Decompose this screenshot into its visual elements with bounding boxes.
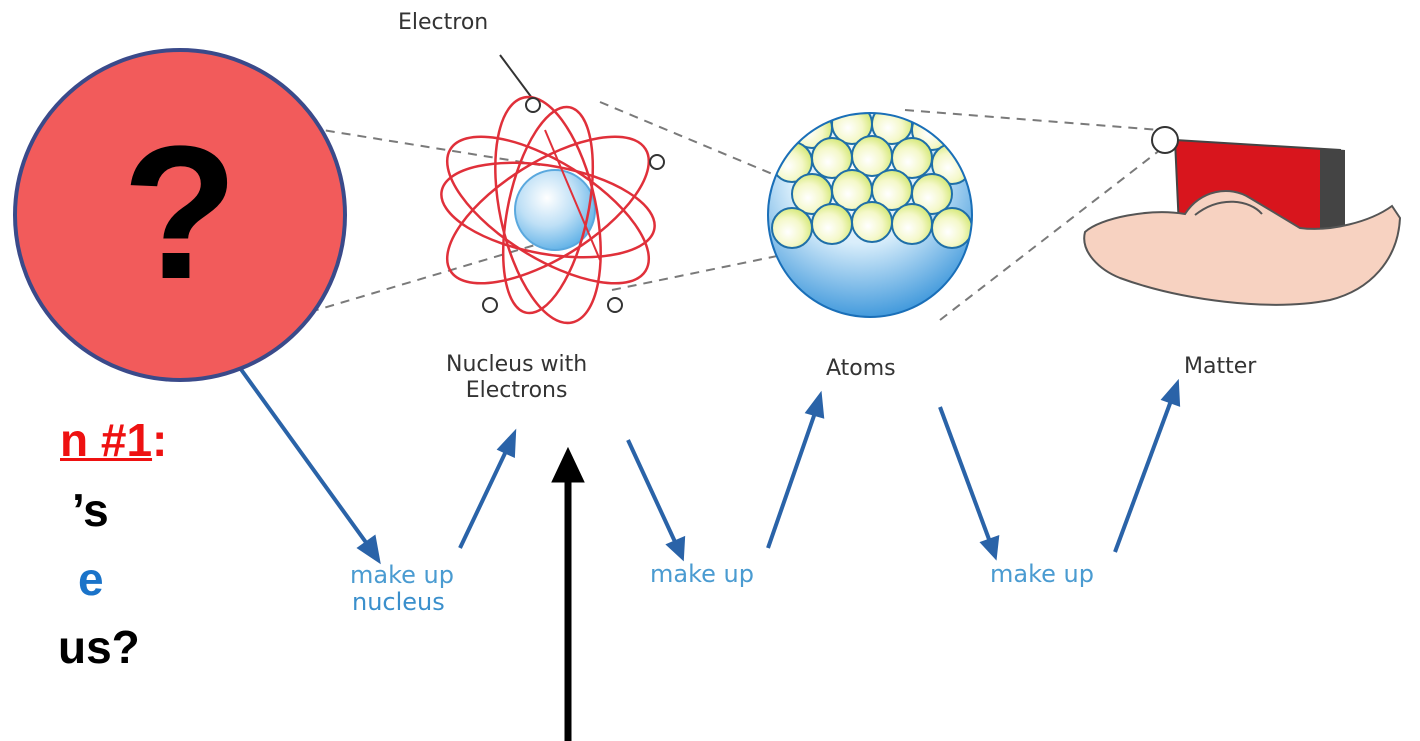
nucleus-sphere [514,169,596,251]
make-up-label-3: make up [990,560,1094,588]
electron-pointer-line [499,54,533,99]
nucleus-label-line1: Nucleus with [446,352,588,377]
electron-label: Electron [398,10,489,35]
nucleus-note-label: nucleus [352,588,445,616]
question-colon: : [152,414,168,466]
question-line-4: us? [58,621,140,673]
matter-label: Matter [1184,354,1257,379]
make-up-label-2: make up [650,560,754,588]
pointer-arrow [551,446,585,741]
question-line-1: n #1: [60,417,167,463]
matter-illustration [1083,126,1402,306]
question-number: n #1 [60,414,153,466]
nucleus-with-electrons-illustration [440,95,665,325]
nucleus-with-electrons-label: Nucleus with Electrons [446,352,587,405]
atoms-label: Atoms [826,356,896,381]
projection-lines [309,101,1161,321]
make-up-label-1: make up [350,561,454,589]
question-line-2: ’s [72,484,109,536]
question-callout-circle [13,48,347,382]
question-mark-symbol: ? [121,107,239,319]
atoms-illustration [767,112,973,318]
relation-arrows [238,366,1181,565]
nucleus-label-line2: Electrons [465,378,568,404]
electron-dots [482,97,665,313]
question-line-3: e [78,553,104,605]
